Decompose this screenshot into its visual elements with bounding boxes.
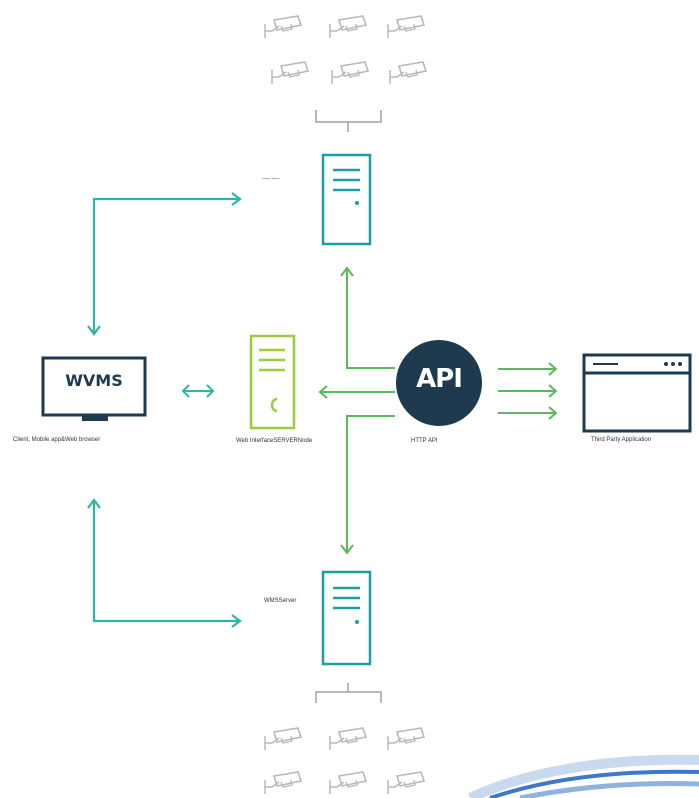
client-label: Client, Mobile app&Web browser — [13, 437, 101, 443]
camera-group-bottom — [264, 727, 425, 795]
client-web-server-arrow — [181, 384, 215, 398]
camera-icon — [387, 727, 425, 751]
third-party-label: Third Party Application — [591, 437, 652, 443]
bottom-server-label: WMSServer — [264, 598, 297, 604]
camera-icon — [264, 15, 302, 39]
camera-icon — [389, 61, 427, 85]
top-server-label: ---- ---- — [262, 176, 280, 182]
api-badge — [396, 340, 482, 426]
api-badge-text: API — [416, 364, 463, 394]
camera-icon — [264, 727, 302, 751]
api-caption: HTTP API — [411, 438, 438, 444]
client-bottom-connector — [87, 498, 242, 628]
camera-icon — [329, 771, 367, 795]
api-hub-arrows — [318, 266, 395, 555]
camera-icon — [264, 771, 302, 795]
client-screen-text: WVMS — [65, 371, 123, 390]
web-server-icon — [249, 334, 296, 430]
camera-icon — [271, 61, 309, 85]
decorative-swoosh — [467, 754, 699, 798]
client-top-connector — [87, 192, 242, 336]
web-server-label: Web InterfaceSERVERNode — [236, 438, 313, 444]
server-icon — [321, 570, 372, 666]
camera-icon — [387, 771, 425, 795]
browser-window-icon — [582, 353, 692, 433]
camera-icon — [329, 15, 367, 39]
client-monitor-icon — [41, 356, 147, 421]
camera-icon — [331, 61, 369, 85]
camera-icon — [387, 15, 425, 39]
camera-group-top — [264, 15, 427, 85]
camera-bracket-bottom — [315, 683, 382, 703]
server-icon — [321, 153, 372, 246]
api-third-party-arrows — [498, 362, 558, 420]
camera-bracket-top — [315, 110, 382, 132]
camera-icon — [329, 727, 367, 751]
